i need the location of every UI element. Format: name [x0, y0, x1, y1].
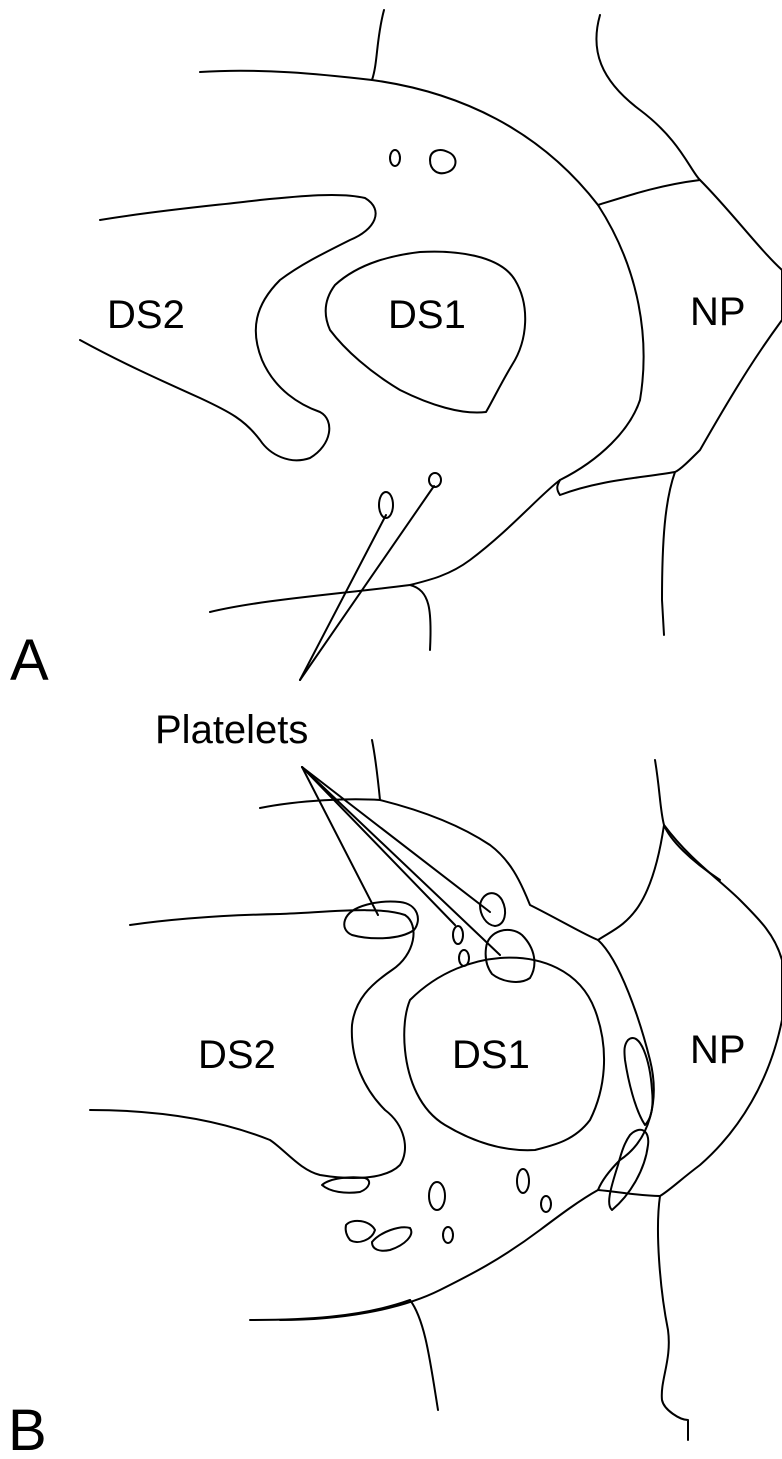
panel-b-platelet [517, 1169, 529, 1193]
panel-b-top-contour-right [655, 760, 720, 880]
panel-b-platelet [346, 1221, 375, 1242]
panel-a-np-label: NP [690, 290, 746, 334]
panel-b-platelet [486, 930, 535, 982]
platelets-label: Platelets [155, 708, 308, 752]
panel-b-platelet [322, 1177, 369, 1192]
panel-a-top-contour-right [596, 15, 700, 180]
panel-b-np-region [598, 825, 782, 1196]
panel-a-ds1-label: DS1 [388, 293, 466, 337]
panel-a-np-region [557, 180, 782, 495]
panel-a: DS2 DS1 NP A [10, 10, 782, 693]
panel-a-bottom-stem [410, 585, 431, 650]
panel-b-platelet [344, 902, 418, 939]
platelet-pointer-line [302, 767, 490, 912]
panel-b-platelet [459, 950, 469, 966]
panel-a-outer-contour [210, 80, 644, 612]
platelet-pointer-line [302, 767, 500, 955]
panel-b: DS2 DS1 NP B [8, 740, 782, 1459]
panel-b-platelet [429, 1182, 445, 1210]
panel-b-left-lower-contour [250, 1300, 410, 1320]
panel-b-platelet [609, 1130, 648, 1210]
panel-b-platelet [480, 893, 505, 926]
panel-b-np-bottom [658, 1196, 688, 1440]
panel-b-platelet [541, 1196, 551, 1212]
panel-b-bottom-stem [410, 1300, 438, 1410]
platelet-pointer-line [300, 515, 386, 680]
platelet-pointer-line [302, 767, 378, 915]
panel-b-ds2-label: DS2 [198, 1033, 276, 1077]
panel-b-platelet [453, 926, 463, 944]
panel-a-top-contour [200, 10, 384, 80]
panel-b-np-label: NP [690, 1028, 746, 1072]
panel-a-platelet [430, 150, 456, 173]
panel-b-platelet [443, 1227, 453, 1243]
panel-b-letter: B [8, 1398, 47, 1459]
panel-a-letter: A [10, 628, 49, 693]
panel-a-platelet [429, 473, 441, 487]
panel-b-ds1-label: DS1 [452, 1033, 530, 1077]
panel-b-platelet [372, 1227, 411, 1250]
panel-a-ds2-label: DS2 [107, 293, 185, 337]
panel-a-np-bottom [662, 472, 675, 635]
panel-a-platelet [390, 150, 400, 166]
